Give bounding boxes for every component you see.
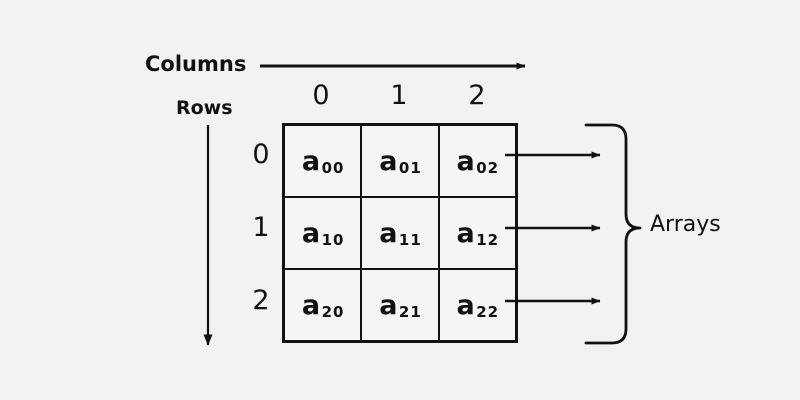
row-index-1: 1 [252, 212, 270, 243]
cell-base: a [301, 217, 321, 249]
cell-base: a [301, 289, 321, 321]
cell-base: a [301, 145, 321, 177]
column-index-1: 1 [390, 80, 408, 111]
column-index-0: 0 [312, 80, 330, 111]
cell-base: a [379, 145, 398, 177]
cell-subscript: 20 [321, 303, 345, 321]
column-index-2: 2 [468, 80, 486, 111]
cell-subscript: 12 [476, 231, 500, 249]
arrays-brace-icon [584, 123, 642, 345]
row-index-0: 0 [252, 139, 270, 170]
rows-axis-label: Rows [176, 97, 233, 119]
cell-subscript: 02 [476, 159, 500, 177]
cell-subscript: 22 [476, 303, 500, 321]
row-index-2: 2 [252, 285, 270, 316]
cell-base: a [456, 289, 476, 321]
cell-base: a [379, 289, 398, 321]
cell-subscript: 21 [398, 303, 422, 321]
cell-subscript: 11 [398, 231, 422, 249]
cell-base: a [456, 217, 476, 249]
arrays-label: Arrays [650, 212, 721, 237]
cell-base: a [456, 145, 476, 177]
cell-base: a [379, 217, 398, 249]
cell-subscript: 10 [321, 231, 345, 249]
cell-subscript: 00 [321, 159, 345, 177]
columns-axis-label: Columns [145, 52, 247, 76]
cell-subscript: 01 [398, 159, 422, 177]
